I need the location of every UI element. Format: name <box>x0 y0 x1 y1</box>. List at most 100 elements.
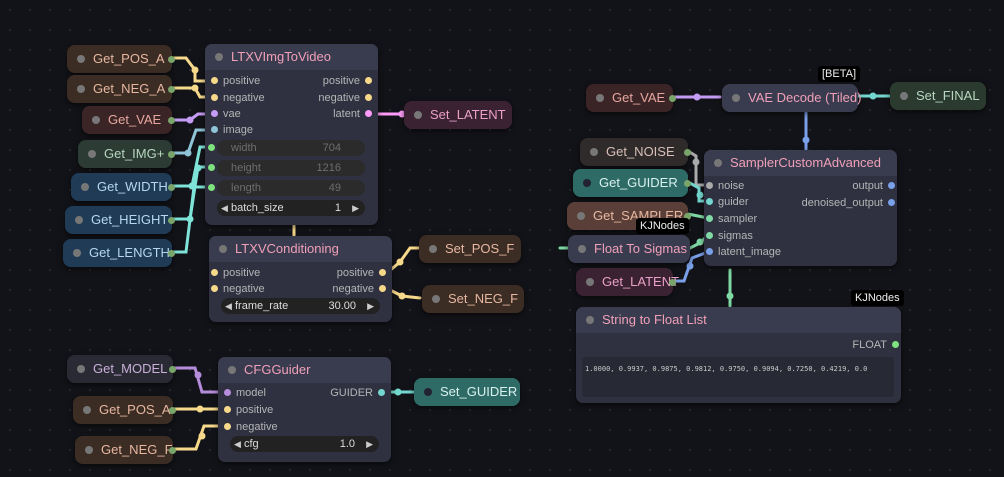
output-pin-icon[interactable] <box>684 180 691 187</box>
output-pin-icon[interactable] <box>684 149 691 156</box>
output-pin-icon[interactable] <box>684 213 691 220</box>
collapse-dot-icon[interactable] <box>590 148 598 156</box>
set-neg-f-node[interactable]: Set_NEG_F <box>422 285 524 313</box>
output-pin-icon[interactable] <box>168 217 175 224</box>
get-pos-a-2-node[interactable]: Get_POS_A <box>73 396 176 424</box>
input-positive[interactable]: positive <box>209 266 260 280</box>
get-sampler-node[interactable]: Get_SAMPLER <box>567 202 691 230</box>
get-height-node[interactable]: Get_HEIGHT <box>65 206 175 234</box>
set-latent-node[interactable]: Set_LATENT <box>404 101 512 129</box>
get-img-node[interactable]: Get_IMG+ <box>78 140 175 168</box>
collapse-dot-icon[interactable] <box>215 53 223 61</box>
output-pin-icon[interactable] <box>169 407 176 414</box>
input-noise[interactable]: noise <box>704 179 744 193</box>
increment-arrow-icon[interactable]: ▶ <box>352 203 359 213</box>
collapse-dot-icon[interactable] <box>228 366 236 374</box>
collapse-dot-icon[interactable] <box>92 116 100 124</box>
collapse-dot-icon[interactable] <box>77 85 85 93</box>
output-pin-icon[interactable] <box>168 117 175 124</box>
get-vae-node[interactable]: Get_VAE <box>82 106 175 134</box>
collapse-dot-icon[interactable] <box>414 111 422 119</box>
output-pin-icon[interactable] <box>168 56 175 63</box>
collapse-dot-icon[interactable] <box>81 183 89 191</box>
input-positive[interactable]: positive <box>209 74 260 88</box>
collapse-dot-icon[interactable] <box>219 245 227 253</box>
collapse-dot-icon[interactable] <box>586 316 594 324</box>
output-pin-icon[interactable] <box>169 366 176 373</box>
set-final-node[interactable]: Set_FINAL <box>890 82 986 110</box>
output-pin-icon[interactable] <box>168 184 175 191</box>
get-width-node[interactable]: Get_WIDTH <box>71 173 175 201</box>
get-latent-node[interactable]: Get_LATENT <box>576 268 679 296</box>
vae-decode-tiled-node[interactable]: VAE Decode (Tiled) <box>722 84 861 112</box>
collapse-dot-icon[interactable] <box>77 365 85 373</box>
output-positive[interactable]: positive <box>323 74 374 88</box>
sampler-custom-advanced-node[interactable]: SamplerCustomAdvanced noise guider sampl… <box>704 150 897 266</box>
output-negative[interactable]: negative <box>318 91 374 105</box>
decrement-arrow-icon[interactable]: ◀ <box>225 301 232 311</box>
collapse-dot-icon[interactable] <box>73 249 81 257</box>
collapse-dot-icon[interactable] <box>577 212 585 220</box>
output-guider[interactable]: GUIDER <box>330 386 387 400</box>
output-positive[interactable]: positive <box>337 266 388 280</box>
collapse-dot-icon[interactable] <box>429 245 437 253</box>
input-negative[interactable]: negative <box>209 91 265 105</box>
cfg-guider-node[interactable]: CFGGuider model positive negative GUIDER… <box>218 357 391 462</box>
input-latent-image[interactable]: latent_image <box>704 245 781 259</box>
get-pos-a-node[interactable]: Get_POS_A <box>67 45 175 73</box>
input-positive[interactable]: positive <box>222 403 273 417</box>
get-model-node[interactable]: Get_MODEL <box>67 355 176 383</box>
input-image[interactable]: image <box>209 123 253 137</box>
collapse-dot-icon[interactable] <box>583 179 591 187</box>
decrement-arrow-icon[interactable]: ◀ <box>221 203 228 213</box>
collapse-dot-icon[interactable] <box>586 278 594 286</box>
input-vae[interactable]: vae <box>209 107 241 121</box>
output-latent[interactable]: latent <box>333 107 374 121</box>
collapse-dot-icon[interactable] <box>83 406 91 414</box>
collapse-dot-icon[interactable] <box>432 295 440 303</box>
output-pin-icon[interactable] <box>169 447 176 454</box>
input-sigmas[interactable]: sigmas <box>704 229 753 243</box>
float-to-sigmas-node[interactable]: Float To Sigmas <box>568 235 690 263</box>
get-length-node[interactable]: Get_LENGTH <box>63 239 175 267</box>
get-neg-f-node[interactable]: Get_NEG_F <box>75 436 176 464</box>
input-negative[interactable]: negative <box>209 282 265 296</box>
output-pin-icon[interactable] <box>168 151 175 158</box>
input-sampler[interactable]: sampler <box>704 212 757 226</box>
get-vae-2-node[interactable]: Get_VAE <box>586 84 676 112</box>
get-neg-a-node[interactable]: Get_NEG_A <box>67 75 175 103</box>
output-pin-icon[interactable] <box>168 86 175 93</box>
string-textarea[interactable]: 1.0000, 0.9937, 0.9875, 0.9812, 0.9750, … <box>582 357 894 397</box>
input-negative[interactable]: negative <box>222 420 278 434</box>
collapse-dot-icon[interactable] <box>578 245 586 253</box>
output-negative[interactable]: negative <box>332 282 388 296</box>
collapse-dot-icon[interactable] <box>75 216 83 224</box>
collapse-dot-icon[interactable] <box>424 388 432 396</box>
ltxv-conditioning-node[interactable]: LTXVConditioning positive negative posit… <box>209 236 392 322</box>
set-pos-f-node[interactable]: Set_POS_F <box>419 235 521 263</box>
collapse-dot-icon[interactable] <box>85 446 93 454</box>
output-pin-icon[interactable] <box>669 95 676 102</box>
decrement-arrow-icon[interactable]: ◀ <box>234 439 241 449</box>
increment-arrow-icon[interactable]: ▶ <box>366 439 373 449</box>
collapse-dot-icon[interactable] <box>596 94 604 102</box>
input-model[interactable]: model <box>222 386 266 400</box>
collapse-dot-icon[interactable] <box>77 55 85 63</box>
get-guider-node[interactable]: Get_GUIDER <box>573 169 691 197</box>
output-denoised-output[interactable]: denoised_output <box>802 196 897 210</box>
set-guider-node[interactable]: Set_GUIDER <box>414 378 520 406</box>
output-pin-icon[interactable] <box>168 250 175 257</box>
collapse-dot-icon[interactable] <box>714 159 722 167</box>
input-guider[interactable]: guider <box>704 195 749 209</box>
increment-arrow-icon[interactable]: ▶ <box>367 301 374 311</box>
output-float[interactable]: FLOAT <box>852 338 901 352</box>
collapse-dot-icon[interactable] <box>88 150 96 158</box>
ltxv-img-to-video-node[interactable]: LTXVImgToVideo positive negative vae ima… <box>205 44 378 225</box>
get-noise-node[interactable]: Get_NOISE <box>580 138 691 166</box>
